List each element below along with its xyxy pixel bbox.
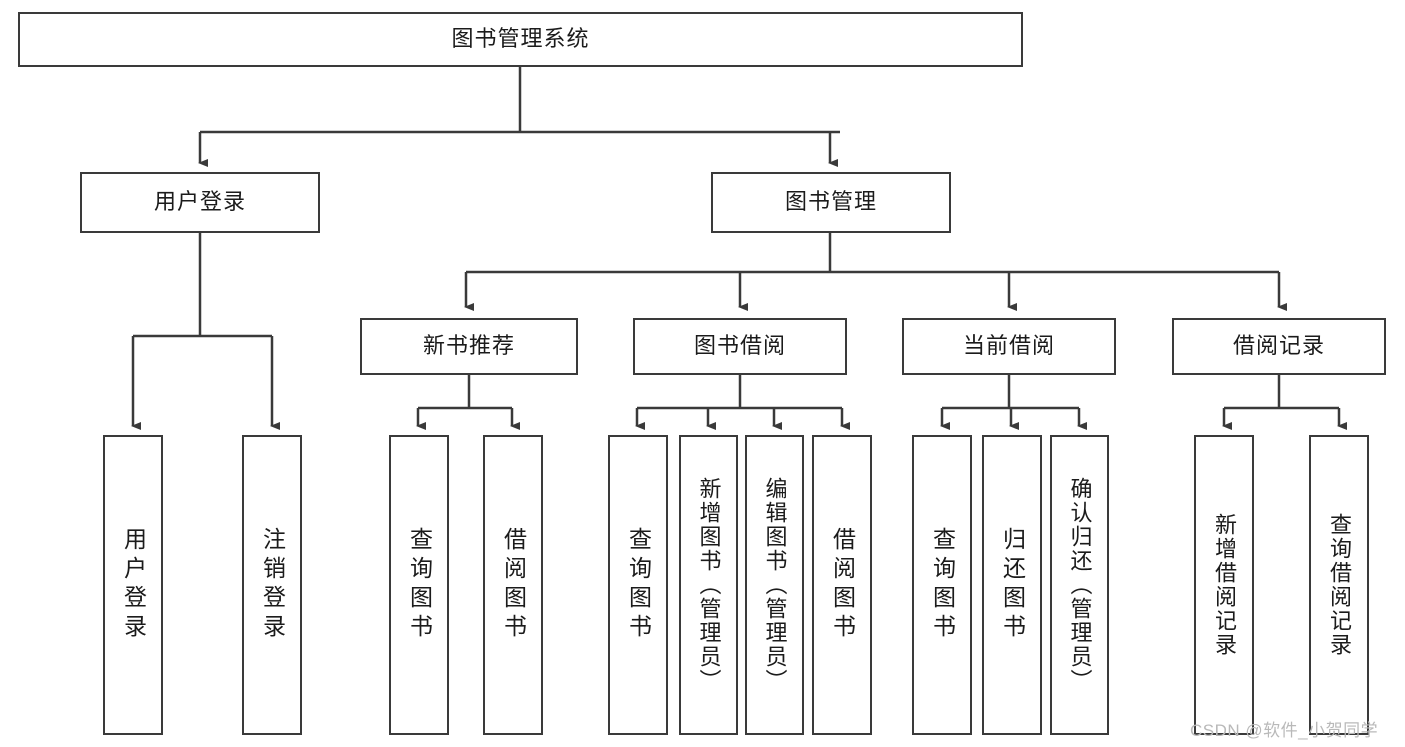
node-user-login[interactable]: 用户登录: [80, 172, 320, 233]
node-user-login-label: 用户登录: [153, 189, 246, 215]
leaf-query-book-3[interactable]: 查询图书: [912, 435, 972, 735]
leaf-borrow-book-2[interactable]: 借阅图书: [812, 435, 872, 735]
node-book-borrow-label: 图书借阅: [693, 333, 786, 359]
leaf-query-book-1-label: 查询图书: [406, 527, 433, 643]
node-new-book-recommend[interactable]: 新书推荐: [360, 318, 578, 375]
leaf-user-login-label: 用户登录: [120, 527, 147, 643]
leaf-add-book-label: 新增图书（管理员）: [696, 477, 722, 693]
leaf-query-book-2[interactable]: 查询图书: [608, 435, 668, 735]
leaf-confirm-return[interactable]: 确认归还（管理员）: [1050, 435, 1109, 735]
leaf-user-login[interactable]: 用户登录: [103, 435, 163, 735]
leaf-query-book-2-label: 查询图书: [625, 527, 652, 643]
node-borrow-record-label: 借阅记录: [1232, 333, 1325, 359]
node-current-borrow-label: 当前借阅: [962, 333, 1055, 359]
node-root[interactable]: 图书管理系统: [18, 12, 1023, 67]
node-borrow-record[interactable]: 借阅记录: [1172, 318, 1386, 375]
leaf-logout-login[interactable]: 注销登录: [242, 435, 302, 735]
node-book-management[interactable]: 图书管理: [711, 172, 951, 233]
csdn-watermark: CSDN @软件_小贺同学: [1190, 721, 1379, 740]
node-new-book-recommend-label: 新书推荐: [422, 333, 515, 359]
node-root-label: 图书管理系统: [451, 26, 590, 52]
leaf-borrow-book-1-label: 借阅图书: [500, 527, 527, 643]
leaf-return-book[interactable]: 归还图书: [982, 435, 1042, 735]
leaf-logout-login-label: 注销登录: [259, 527, 286, 643]
leaf-query-book-3-label: 查询图书: [929, 527, 956, 643]
leaf-query-book-1[interactable]: 查询图书: [389, 435, 449, 735]
leaf-edit-book[interactable]: 编辑图书（管理员）: [745, 435, 804, 735]
leaf-add-borrow-record-label: 新增借阅记录: [1212, 513, 1237, 657]
leaf-borrow-book-1[interactable]: 借阅图书: [483, 435, 543, 735]
leaf-edit-book-label: 编辑图书（管理员）: [762, 477, 788, 693]
node-book-borrow[interactable]: 图书借阅: [633, 318, 847, 375]
leaf-add-book[interactable]: 新增图书（管理员）: [679, 435, 738, 735]
leaf-query-borrow-record[interactable]: 查询借阅记录: [1309, 435, 1369, 735]
leaf-confirm-return-label: 确认归还（管理员）: [1067, 477, 1093, 693]
node-current-borrow[interactable]: 当前借阅: [902, 318, 1116, 375]
node-book-management-label: 图书管理: [784, 189, 877, 215]
leaf-borrow-book-2-label: 借阅图书: [829, 527, 856, 643]
leaf-query-borrow-record-label: 查询借阅记录: [1327, 513, 1352, 657]
leaf-return-book-label: 归还图书: [999, 527, 1026, 643]
leaf-add-borrow-record[interactable]: 新增借阅记录: [1194, 435, 1254, 735]
